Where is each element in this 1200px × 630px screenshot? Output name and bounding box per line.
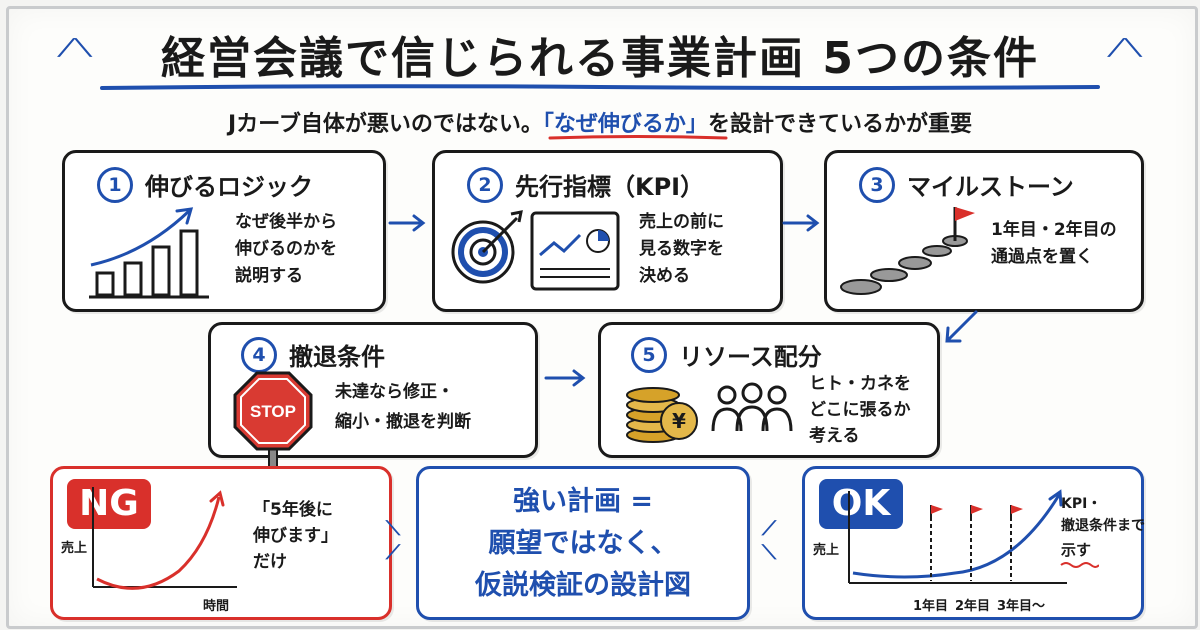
stepping-stones-icon bbox=[840, 207, 975, 295]
ok-ylabel: 売上 bbox=[813, 543, 840, 558]
ok-tick-1: 1年目 bbox=[913, 599, 949, 614]
step-desc-4: 未達なら修正・ 縮小・撤退を判断 bbox=[335, 382, 471, 432]
center-line-3: 仮説検証の設計図 bbox=[475, 570, 691, 601]
title-underline bbox=[100, 84, 1100, 90]
ng-jcurve-chart bbox=[92, 487, 237, 590]
center-line-2: 願望ではなく、 bbox=[488, 528, 678, 559]
step-desc-3: 1年目・2年目の 通過点を置く bbox=[991, 220, 1117, 267]
step-desc-5: ヒト・カネを どこに張るか 考える bbox=[809, 374, 911, 446]
ok-note-underline bbox=[1060, 562, 1099, 568]
ok-growth-chart bbox=[848, 489, 1067, 584]
ng-badge: NG bbox=[67, 479, 151, 529]
subtitle-highlight: 「なぜ伸びるか」 bbox=[542, 112, 708, 137]
step-desc-2: 売上の前に 見る数字を 決める bbox=[639, 212, 724, 286]
arrow-2-to-3 bbox=[782, 214, 820, 232]
dashboard-icon bbox=[530, 211, 620, 291]
ok-badge: OK bbox=[819, 479, 903, 529]
ng-box: NG 売上 時間 「5年後に 伸びます」 だけ bbox=[50, 466, 392, 620]
ok-box: OK 売上 1年目 2年目 3年目～ KPI・ 撤退条件まで 示す bbox=[802, 466, 1145, 620]
page-title: 経営会議で信じられる事業計画 5つの条件 bbox=[161, 33, 1039, 84]
subtitle-after: を設計できているかが重要 bbox=[707, 112, 972, 137]
center-line-1: 強い計画 = bbox=[512, 486, 654, 517]
subtitle: Jカーブ自体が悪いのではない。「なぜ伸びるか」を設計できているかが重要 bbox=[0, 106, 1200, 138]
ng-ylabel: 売上 bbox=[61, 541, 88, 556]
step-desc-1: なぜ後半から 伸びるのかを 説明する bbox=[235, 212, 337, 286]
ok-tick-3: 3年目～ bbox=[997, 599, 1046, 614]
arrow-1-to-2 bbox=[388, 214, 426, 232]
arrow-4-to-5 bbox=[544, 369, 586, 387]
deco-marks-left: ⟍⟋ bbox=[386, 516, 400, 564]
ng-quote: 「5年後に 伸びます」 だけ bbox=[253, 500, 338, 572]
subtitle-before: Jカーブ自体が悪いのではない。 bbox=[228, 112, 543, 137]
coins-icon: ¥ bbox=[626, 387, 698, 443]
step-number-3: 3 bbox=[859, 167, 895, 203]
step-number-1: 1 bbox=[97, 167, 133, 203]
target-icon bbox=[451, 210, 523, 284]
center-box: 強い計画 = 願望ではなく、 仮説検証の設計図 bbox=[416, 466, 750, 620]
title-deco-left: ⟋⟍ bbox=[58, 34, 92, 62]
highlight-underline bbox=[548, 135, 728, 140]
step-number-5: 5 bbox=[631, 337, 667, 373]
ok-tick-2: 2年目 bbox=[955, 599, 991, 614]
step-number-4: 4 bbox=[241, 337, 277, 373]
people-icon bbox=[711, 382, 793, 432]
step-number-2: 2 bbox=[467, 167, 503, 203]
stop-sign-icon: STOP bbox=[233, 371, 313, 469]
growth-chart-icon bbox=[89, 207, 209, 299]
stop-sign-text: STOP bbox=[250, 402, 296, 421]
ng-xlabel: 時間 bbox=[203, 599, 230, 614]
ok-note-emph: 示す bbox=[1061, 541, 1092, 559]
yen-symbol: ¥ bbox=[672, 409, 686, 433]
ok-note: KPI・ 撤退条件まで bbox=[1061, 496, 1145, 534]
arrow-3-to-5 bbox=[945, 310, 978, 343]
title-deco-right: ⟋⟍ bbox=[1108, 34, 1142, 62]
deco-marks-right: ⟋⟍ bbox=[762, 516, 776, 564]
